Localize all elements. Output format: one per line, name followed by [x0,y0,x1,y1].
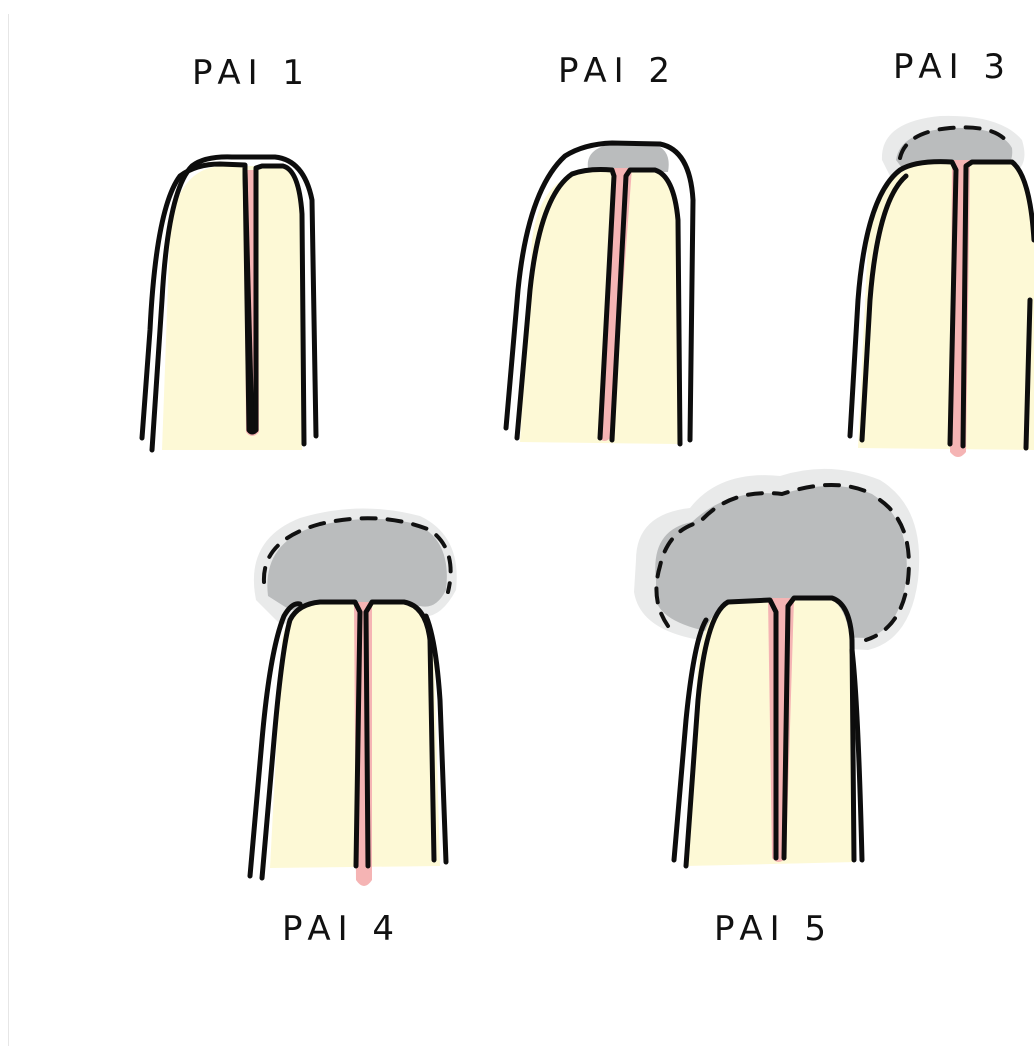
pai-3-tooth [850,160,1034,457]
pai-3-figure: PAI 3 [850,47,1034,457]
pai-1-tooth [142,157,316,450]
pai-3-label: PAI 3 [893,47,1012,87]
pai-4-tooth [250,602,446,886]
pai-5-figure: PAI 5 [634,469,919,949]
pai-4-figure: PAI 4 [250,508,457,949]
pai-4-label: PAI 4 [282,909,401,949]
pai-2-figure: PAI 2 [506,51,693,444]
pai-5-label: PAI 5 [714,909,833,949]
pai-1-label: PAI 1 [192,53,311,93]
pai-1-figure: PAI 1 [142,53,316,450]
pai-2-label: PAI 2 [558,51,677,91]
pai-2-tooth [506,143,693,444]
